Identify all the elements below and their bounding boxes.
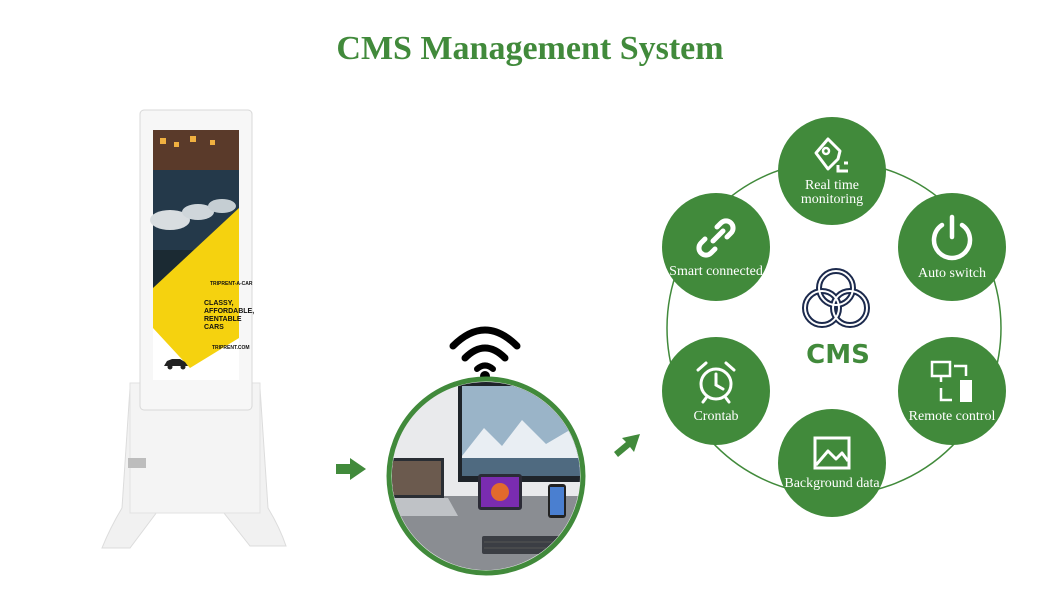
ad-small-text: TRIPRENT-A-CAR <box>210 281 253 287</box>
cms-logo-icon <box>802 268 870 328</box>
feature-smart-connected: Smart connected <box>662 193 770 301</box>
feature-label: Crontab <box>693 409 739 424</box>
image-icon <box>813 436 851 470</box>
power-icon <box>931 214 973 261</box>
tag-monitor-icon <box>814 137 848 173</box>
kiosk-device: TRIPRENT-A-CAR CLASSY, AFFORDABLE, RENTA… <box>100 108 290 558</box>
feature-real-time-monitoring: Real time monitoring <box>778 117 886 225</box>
feature-label: Background data <box>784 476 880 491</box>
car-icon <box>164 359 188 370</box>
feature-label: Remote control <box>908 409 996 424</box>
feature-auto-switch: Auto switch <box>898 193 1006 301</box>
cms-label: CMS <box>806 340 870 370</box>
alarm-clock-icon <box>696 361 736 404</box>
devices-circle <box>386 376 586 576</box>
feature-label: Real time monitoring <box>800 178 864 207</box>
feature-crontab: Crontab <box>662 337 770 445</box>
page-title: CMS Management System <box>336 30 724 67</box>
kiosk-illustration <box>101 109 287 549</box>
wifi-icon <box>449 326 521 381</box>
feature-background-data: Background data <box>778 409 886 517</box>
cms-center: CMS <box>790 266 886 376</box>
link-icon <box>696 218 736 258</box>
arrow-right-icon <box>336 458 366 480</box>
remote-network-icon <box>930 360 972 402</box>
arrow-up-right-icon <box>614 434 640 457</box>
feature-label: Smart connected <box>669 264 763 279</box>
feature-remote-control: Remote control <box>898 337 1006 445</box>
ad-url: TRIPRENT.COM <box>212 345 250 351</box>
feature-label: Auto switch <box>917 266 987 281</box>
ad-headline: CLASSY, AFFORDABLE, RENTABLE CARS <box>204 300 255 331</box>
